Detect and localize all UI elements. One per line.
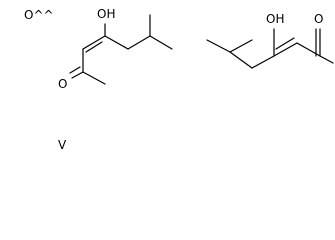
left-bond-c4-c3-double [85, 41, 103, 53]
left-hydroxyl-label: OH [97, 7, 115, 21]
right-bond-c4-c3-double [275, 37, 295, 50]
right-bond-c6-methyl [229, 39, 253, 53]
oxo-label: O^^ [24, 8, 54, 22]
left-bond-c2-o [71, 71, 84, 79]
left-ligand: OH O [58, 7, 173, 91]
left-carbonyl-oxygen-label: O [58, 77, 67, 91]
right-bond-c4-c3 [273, 42, 298, 57]
vanadium-label: V [58, 138, 67, 152]
right-bond-c6-c5 [229, 51, 253, 69]
right-ligand: OH O [206, 12, 334, 69]
left-bond-c2-c1 [82, 71, 106, 85]
chemical-structure-diagram: OH O OH O O^^ V [24, 7, 334, 152]
right-carbonyl-oxygen-label: O [314, 12, 323, 26]
right-hydroxyl-label: OH [266, 12, 284, 26]
right-bond-c5-c4 [251, 55, 275, 69]
left-bond-c2-o-double [69, 66, 81, 74]
left-bond-c4-c5 [104, 35, 129, 50]
left-bond-c6-c7 [149, 35, 173, 50]
right-bond-c7-c6 [206, 39, 231, 53]
left-bond-c5-c6 [127, 35, 151, 50]
left-bond-c4-c3 [82, 35, 106, 50]
structure-canvas: OH O OH O O^^ V [24, 7, 334, 152]
right-bond-c2-c1 [319, 55, 334, 64]
